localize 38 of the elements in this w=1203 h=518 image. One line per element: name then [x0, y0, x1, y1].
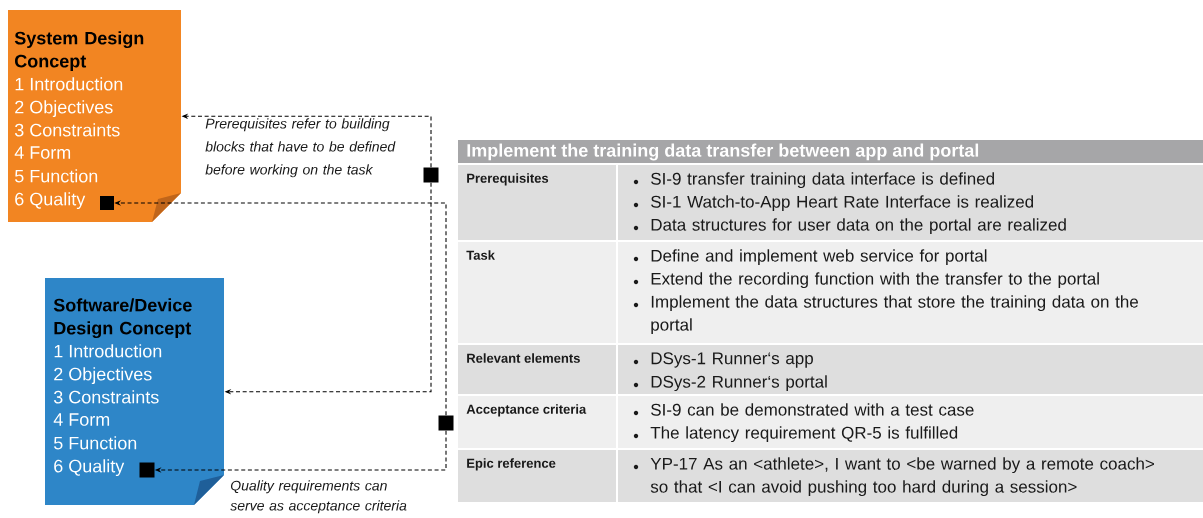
row-label-cell: Prerequisites	[458, 165, 616, 240]
list-item: 3 Constraints	[53, 390, 159, 404]
document-heading: Software/Device Design Concept	[53, 298, 192, 339]
bullet-item: DSys-2 Runner‘s portal	[633, 375, 827, 392]
bullet-item: Define and implement web service for portal	[633, 249, 987, 266]
list-item: 2 Objectives	[54, 367, 152, 385]
bullet-item: SI-9 can be demonstrated with a test case	[633, 403, 974, 416]
list-item: 3 Constraints	[14, 123, 120, 137]
list-item: 5 Function	[54, 436, 137, 450]
annotation-text: Prerequisites refer to building blocks that have to be defined before working on the task	[205, 118, 396, 178]
list-item: 6 Quality	[54, 459, 125, 477]
bullet-item: Implement the data structures that store the training data on the portal	[633, 295, 1138, 335]
bullet-item: Data structures for user data on the portal are realized	[633, 218, 1066, 235]
document-shape	[8, 10, 181, 222]
bullet-item: SI-9 transfer training data interface is defined	[633, 172, 995, 189]
row-label-cell: Relevant elements	[458, 345, 616, 394]
connector-square	[100, 196, 114, 210]
row-label-cell: Acceptance criteria	[458, 396, 616, 448]
bullet-item: Extend the recording function with the transfer to the portal	[633, 272, 1099, 289]
list-item: 4 Form	[53, 413, 110, 426]
bullet-item: SI-1 Watch-to-App Heart Rate Interface is realized	[633, 195, 1034, 212]
list-item: 5 Function	[15, 169, 98, 183]
annotation-text: Quality requirements can serve as acceptance criteria	[230, 480, 407, 514]
bullet-item: YP-17 As an <athlete>, I want to <be warned by a remote coach> so that <I can avoid pushing too hard during a session>	[633, 457, 1154, 497]
bullet-item: DSys-1 Runner‘s app	[633, 352, 813, 368]
list-item: 6 Quality	[15, 192, 86, 210]
document-heading: System Design Concept	[14, 31, 144, 72]
bullet-item: The latency requirement QR-5 is fulfilled	[633, 426, 958, 443]
connector-square	[423, 167, 439, 183]
list-item: 4 Form	[14, 146, 71, 159]
list-item: 1 Introduction	[15, 77, 123, 91]
table-header: Implement the training data transfer between app and portal	[458, 140, 1203, 163]
row-label-cell: Task	[458, 242, 616, 343]
connector-square	[438, 415, 454, 431]
document-shape	[45, 278, 224, 505]
row-label-cell: Epic reference	[458, 450, 616, 502]
list-item: 2 Objectives	[15, 100, 113, 118]
list-item: 1 Introduction	[54, 344, 162, 358]
